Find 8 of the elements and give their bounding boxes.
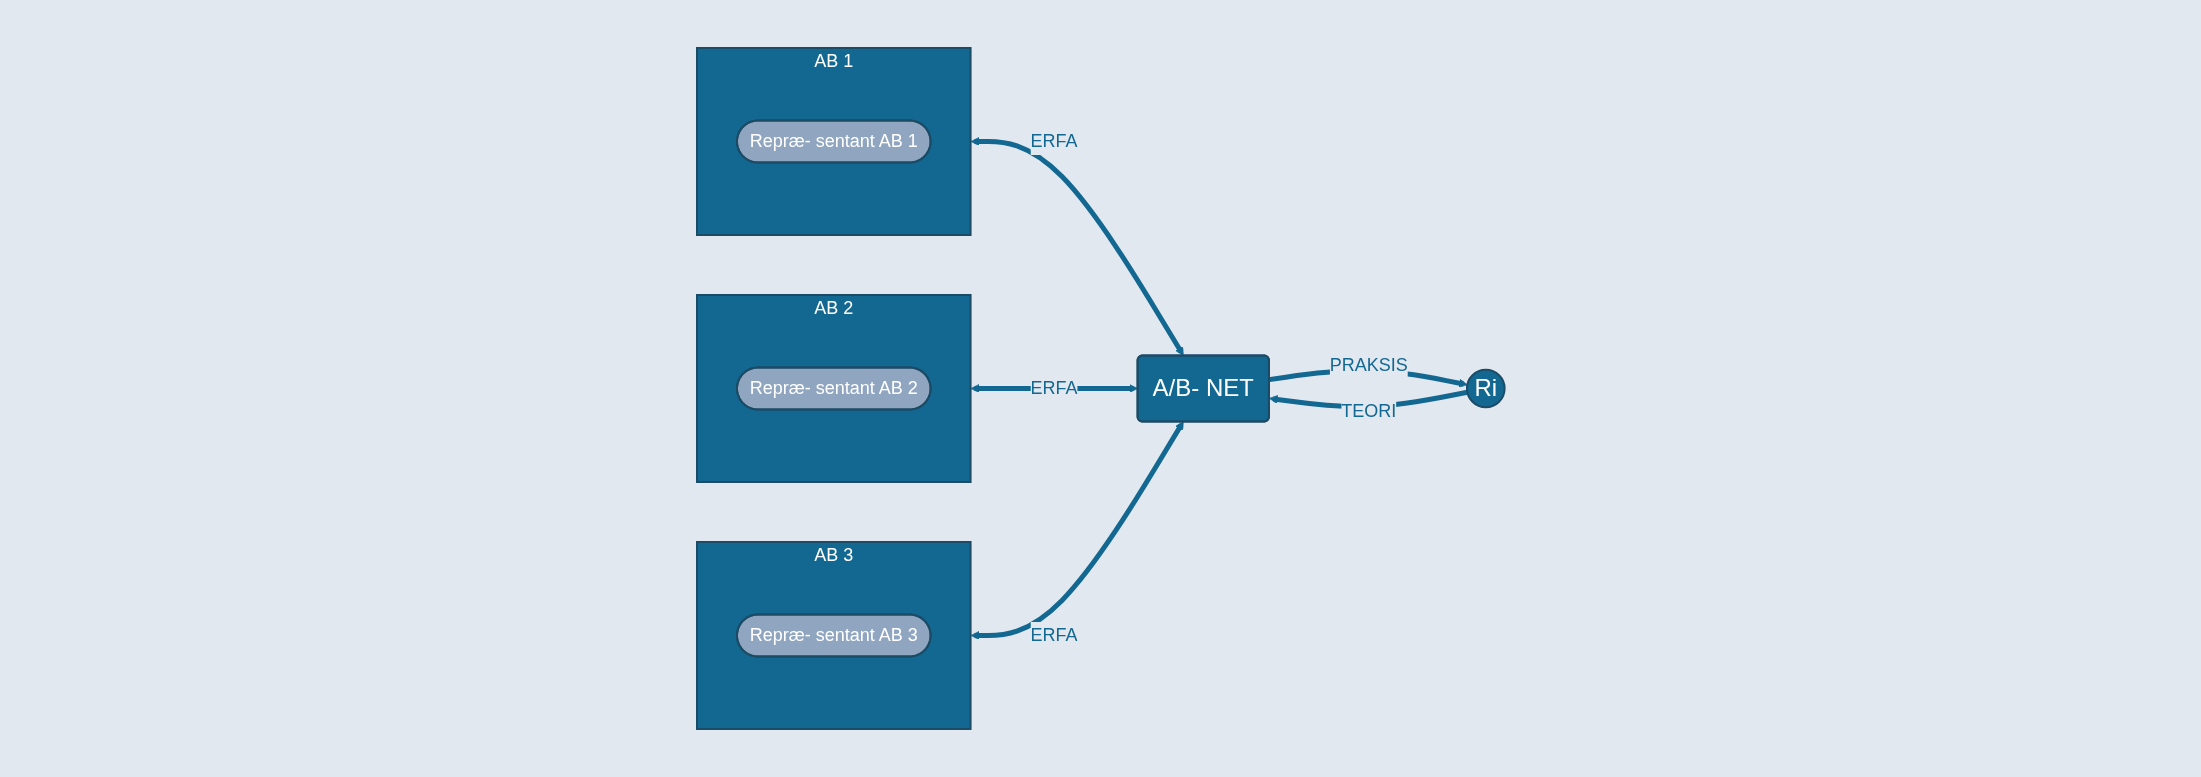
edge-label: ERFA	[1030, 131, 1078, 151]
arrow	[970, 137, 1184, 356]
edge-label: ERFA	[1030, 377, 1078, 398]
edge-label: PRAKSIS	[1329, 354, 1408, 375]
node-circle: Ri	[1465, 368, 1506, 409]
arrow	[970, 421, 1184, 640]
edge-label: TEORI	[1341, 401, 1397, 422]
edge-label: ERFA	[1030, 624, 1078, 645]
